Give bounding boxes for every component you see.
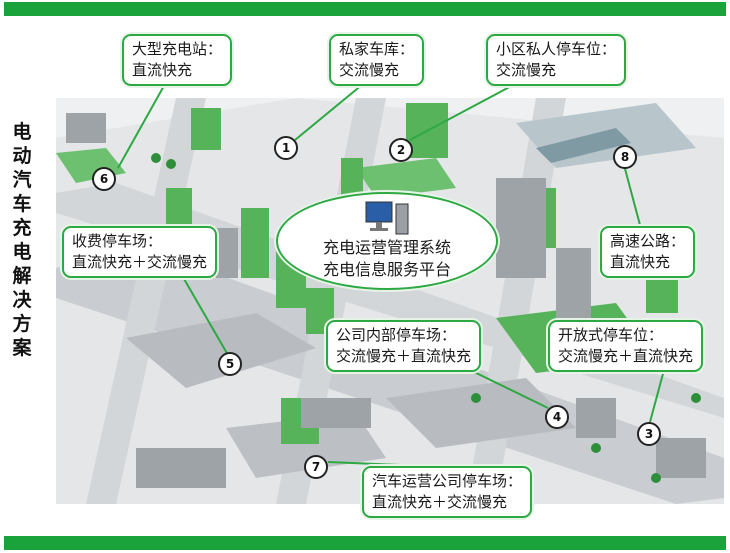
marker-4: 4 xyxy=(545,405,569,429)
city-map-illustration xyxy=(56,98,724,504)
callout-community-parking: 小区私人停车位： 交流慢充 xyxy=(486,34,627,86)
marker-7: 7 xyxy=(304,455,328,479)
center-line2: 充电信息服务平台 xyxy=(322,260,451,279)
top-green-bar xyxy=(4,2,726,16)
callout-company-parking: 公司内部停车场： 交流慢充＋直流快充 xyxy=(326,320,482,372)
marker-5: 5 xyxy=(218,352,242,376)
callout-private-garage: 私家车库： 交流慢充 xyxy=(329,34,425,86)
bottom-green-bar xyxy=(4,536,726,550)
marker-6: 6 xyxy=(92,167,116,191)
marker-2: 2 xyxy=(389,138,413,162)
marker-1: 1 xyxy=(274,136,298,160)
callout-toll-parking: 收费停车场： 直流快充＋交流慢充 xyxy=(62,226,218,278)
central-platform-ellipse: 充电运营管理系统 充电信息服务平台 xyxy=(276,192,498,290)
marker-3: 3 xyxy=(637,422,661,446)
callout-open-parking: 开放式停车位： 交流慢充＋直流快充 xyxy=(548,320,704,372)
marker-8: 8 xyxy=(613,145,637,169)
vertical-title: 电动汽车充电解决方案 xyxy=(12,121,32,359)
center-line1: 充电运营管理系统 xyxy=(322,238,451,257)
callout-highway: 高速公路： 直流快充 xyxy=(600,226,696,278)
callout-operator-parking: 汽车运营公司停车场： 直流快充＋交流慢充 xyxy=(362,466,533,518)
computer-icon xyxy=(365,201,409,235)
callout-large-station: 大型充电站： 直流快充 xyxy=(122,34,233,86)
